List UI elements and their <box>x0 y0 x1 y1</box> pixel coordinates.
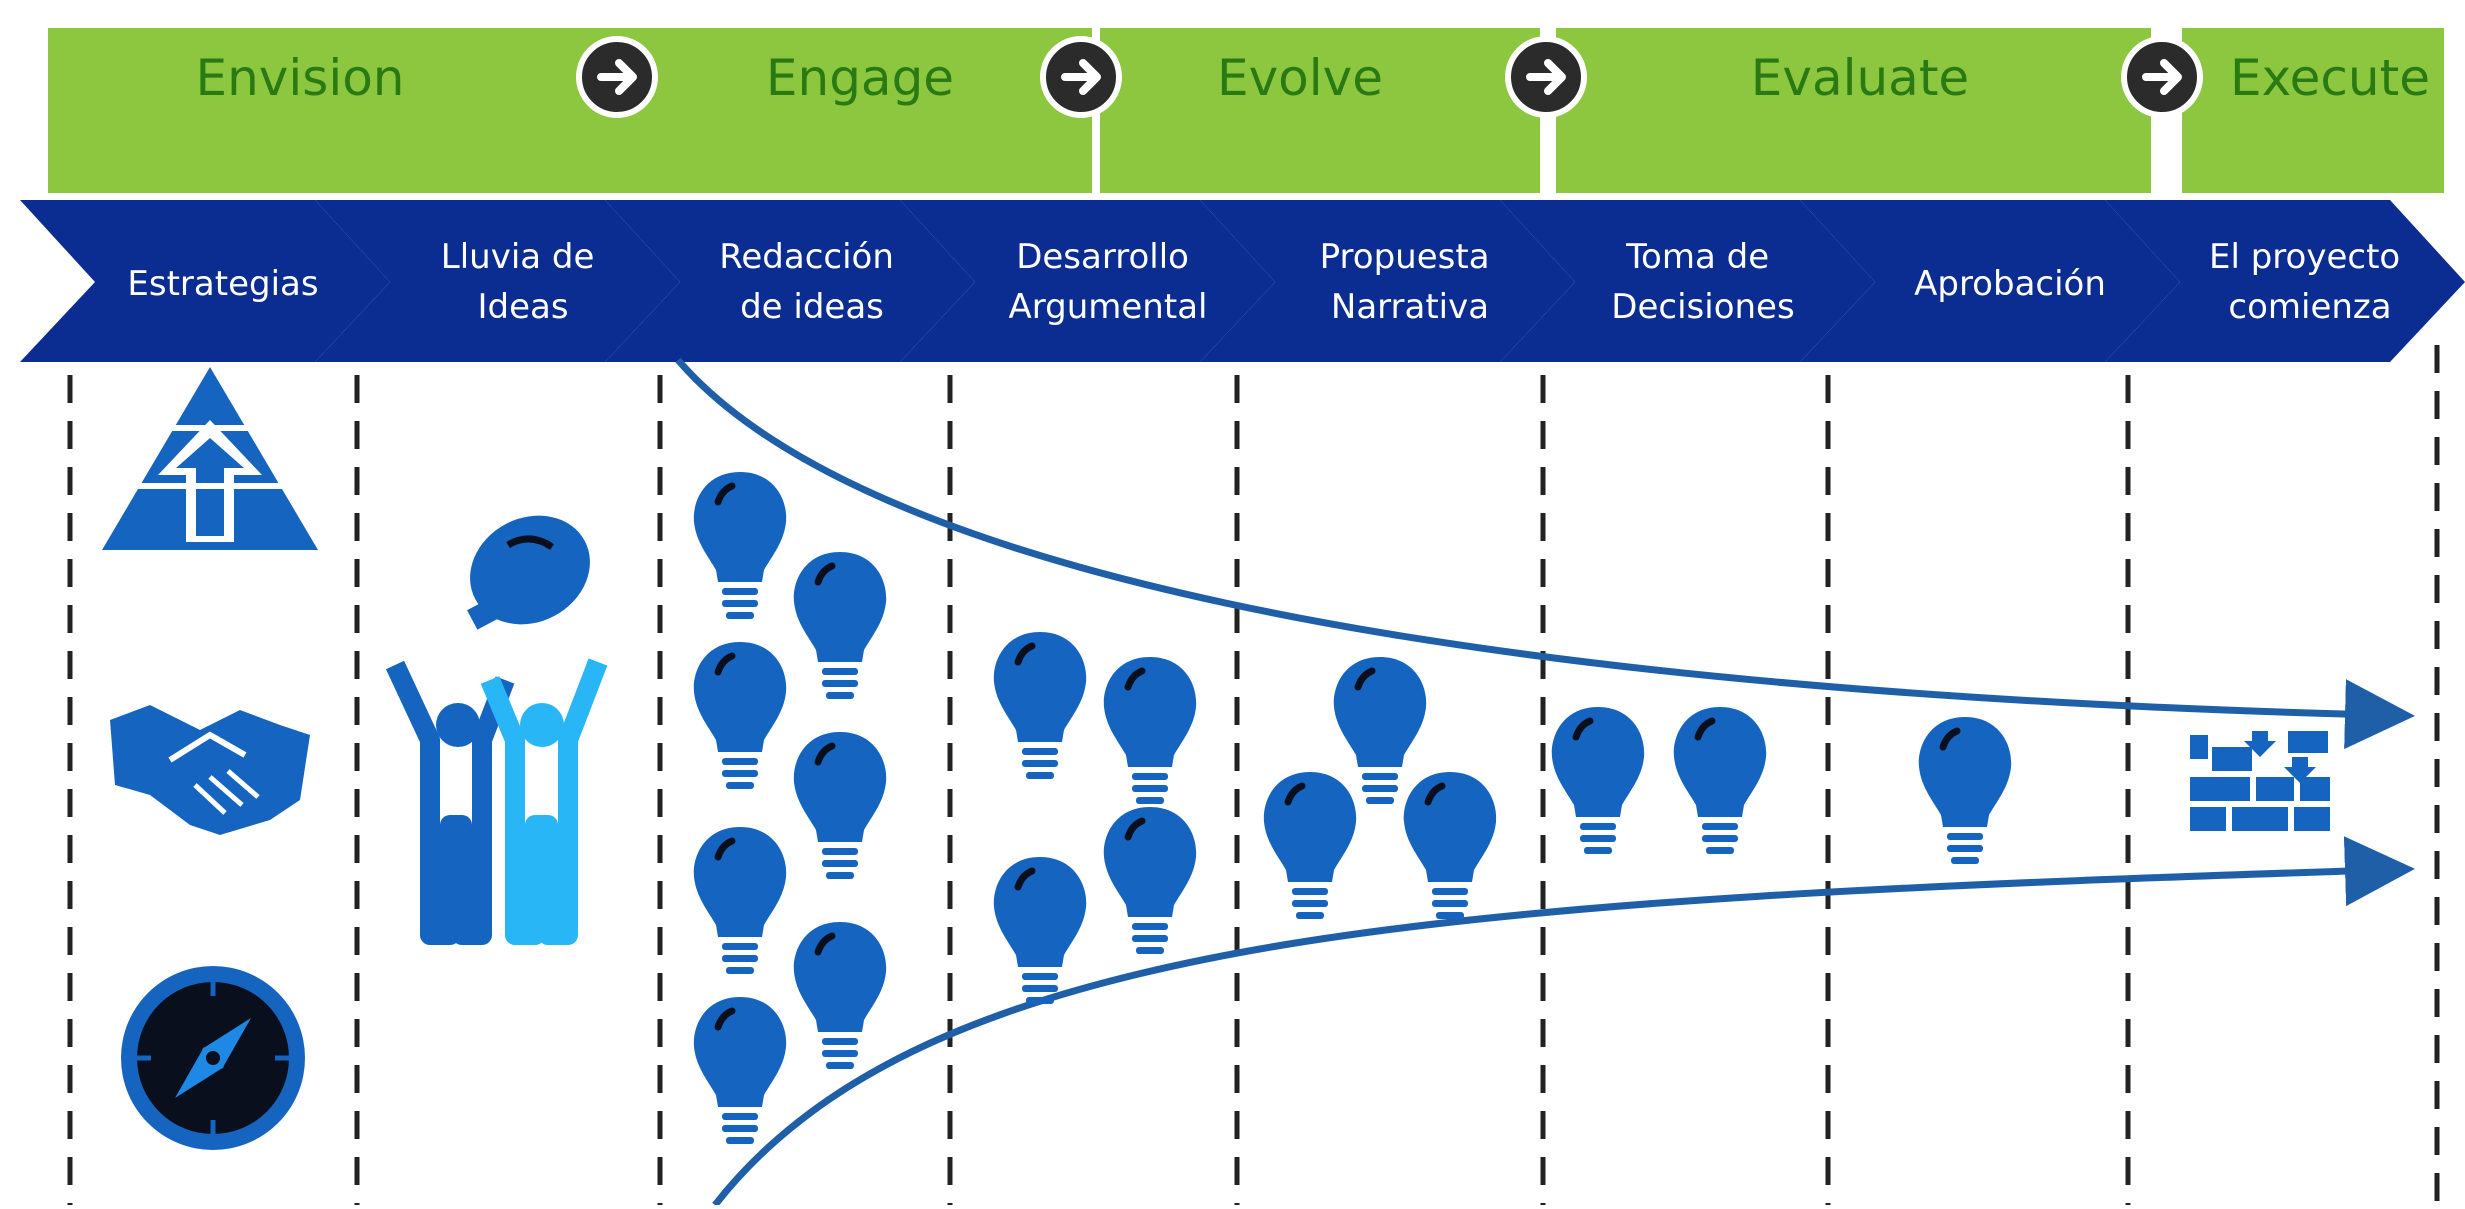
lightbulb-icon <box>793 552 887 699</box>
step-label-propuesta-narrativa: Propuesta Narrativa <box>1320 237 1501 327</box>
lightbulb-icon <box>693 827 787 974</box>
phase-label-execute: Execute <box>2230 49 2430 107</box>
phase-label-engage: Engage <box>766 49 954 107</box>
step-chevron <box>2105 200 2465 362</box>
step-chevron <box>1200 200 1575 362</box>
step-chevron <box>315 200 680 362</box>
lightbulb-icon <box>693 997 787 1144</box>
lightbulb-icon <box>793 732 887 879</box>
lightbulb-icon <box>1918 717 2012 864</box>
step-label-toma-de-decisiones: Toma de Decisiones <box>1611 237 1794 327</box>
lightbulb-icon <box>1103 657 1197 804</box>
phase-arrow-icon <box>576 36 658 118</box>
handshake-icon <box>110 705 310 835</box>
phase-arrow-icon <box>1040 36 1122 118</box>
step-chevron <box>900 200 1275 362</box>
lightbulb-icon <box>1551 707 1645 854</box>
lightbulb-icon <box>1403 772 1497 919</box>
phase-bar-evolve <box>1100 28 1540 193</box>
step-label-lluvia-de-ideas: Lluvia de Ideas <box>441 237 605 327</box>
lightbulb-icon <box>1263 772 1357 919</box>
phase-bar-engage <box>632 28 1092 193</box>
compass-icon <box>121 966 305 1150</box>
step-label-aprobacion: Aprobación <box>1914 264 2106 304</box>
lightbulb-icon <box>993 857 1087 1004</box>
lightbulb-icon <box>1103 807 1197 954</box>
lightbulb-icon <box>693 642 787 789</box>
lightbulb-icon <box>1333 657 1427 804</box>
funnel-lines <box>675 357 2415 1208</box>
lightbulb-icon <box>693 472 787 619</box>
phase-bar-evaluate <box>1556 28 2151 193</box>
funnel-bottom-arrow <box>712 836 2415 1208</box>
phase-arrow-icon <box>2121 36 2203 118</box>
step-chevron <box>1800 200 2180 362</box>
phase-label-evaluate: Evaluate <box>1751 49 1969 107</box>
step-chevrons: Estrategias Lluvia de Ideas Redacción de… <box>20 200 2465 362</box>
step-chevron <box>1500 200 1875 362</box>
idea-bulbs <box>693 472 2012 1144</box>
phase-banner: Envision Engage Evolve Evaluate Execute <box>48 28 2444 193</box>
phase-arrow-icon <box>1505 36 1587 118</box>
lightbulb-icon <box>1673 707 1767 854</box>
column-dividers <box>67 345 2440 1205</box>
phase-bar-execute <box>2182 28 2444 193</box>
phase-label-evolve: Evolve <box>1217 49 1383 107</box>
phase-bar-envision <box>48 28 638 193</box>
lightbulb-icon <box>793 922 887 1069</box>
step-label-redaccion-de-ideas: Redacción de ideas <box>719 237 904 327</box>
step-label-el-proyecto-comienza: El proyecto comienza <box>2209 237 2411 327</box>
step-label-estrategias: Estrategias <box>127 264 318 304</box>
pyramid-arrow-icon <box>102 367 318 550</box>
step-chevron <box>20 200 390 362</box>
lightbulb-icon <box>993 632 1087 779</box>
funnel-top-arrow <box>675 357 2415 750</box>
building-blocks-icon <box>2190 731 2330 831</box>
people-lifting-lightbulb-icon <box>385 515 608 945</box>
phase-label-envision: Envision <box>196 49 405 107</box>
step-label-desarrollo-argumental: Desarrollo Argumental <box>1009 237 1208 327</box>
step-chevron <box>605 200 975 362</box>
